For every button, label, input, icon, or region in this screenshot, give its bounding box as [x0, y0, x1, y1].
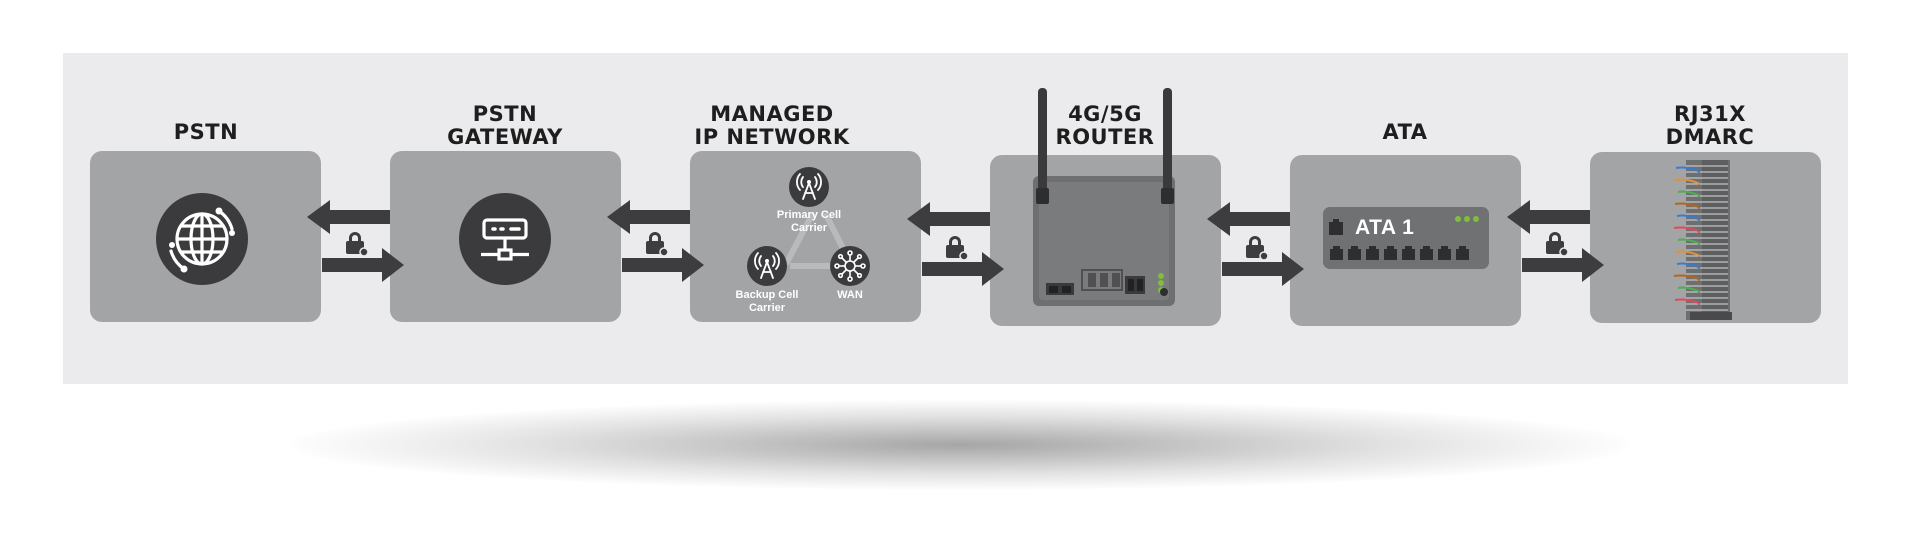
arrow-to-router-return	[1207, 202, 1290, 236]
lock-icon	[346, 232, 369, 257]
node-title-managed-ip-network: MANAGED IP NETWORK	[694, 102, 850, 149]
lock-icon	[946, 236, 969, 261]
backup-carrier-label: Backup Cell Carrier	[735, 289, 799, 314]
globe-icon	[169, 207, 235, 273]
backup-carrier-circle	[747, 246, 787, 286]
server-icon	[481, 218, 529, 261]
lock-icon	[646, 232, 669, 257]
arrow-to-network-return	[907, 202, 990, 236]
node-title-router: 4G/5G ROUTER	[1055, 102, 1155, 149]
node-title-pstn-gateway: PSTN GATEWAY	[447, 102, 563, 149]
arrow-to-network	[622, 248, 704, 282]
primary-carrier-circle	[789, 167, 829, 207]
node-title-pstn: PSTN	[173, 120, 239, 144]
network-hub-icon	[834, 250, 866, 282]
arrow-to-router	[922, 252, 1004, 286]
router-device	[1033, 88, 1175, 306]
ata-device	[1323, 207, 1489, 269]
arrow-to-pstn	[307, 200, 390, 234]
arrow-to-gateway	[322, 248, 404, 282]
cell-tower-icon	[754, 252, 780, 279]
cell-tower-icon	[796, 173, 822, 200]
arrow-to-dmarc	[1522, 248, 1604, 282]
arrow-to-ata-return	[1507, 200, 1590, 234]
node-title-ata: ATA	[1382, 120, 1428, 144]
floor-shadow	[290, 400, 1630, 490]
arrow-to-gateway-return	[607, 200, 690, 234]
wan-circle	[830, 246, 870, 286]
node-title-dmarc: RJ31X DMARC	[1665, 102, 1755, 149]
wan-label: WAN	[837, 289, 863, 301]
ata-device-label: ATA 1	[1355, 216, 1415, 239]
dmarc-block	[1673, 160, 1732, 320]
lock-icon	[1546, 232, 1569, 257]
lock-icon	[1246, 236, 1269, 261]
arrow-to-ata	[1222, 252, 1304, 286]
primary-carrier-label: Primary Cell Carrier	[776, 209, 842, 234]
